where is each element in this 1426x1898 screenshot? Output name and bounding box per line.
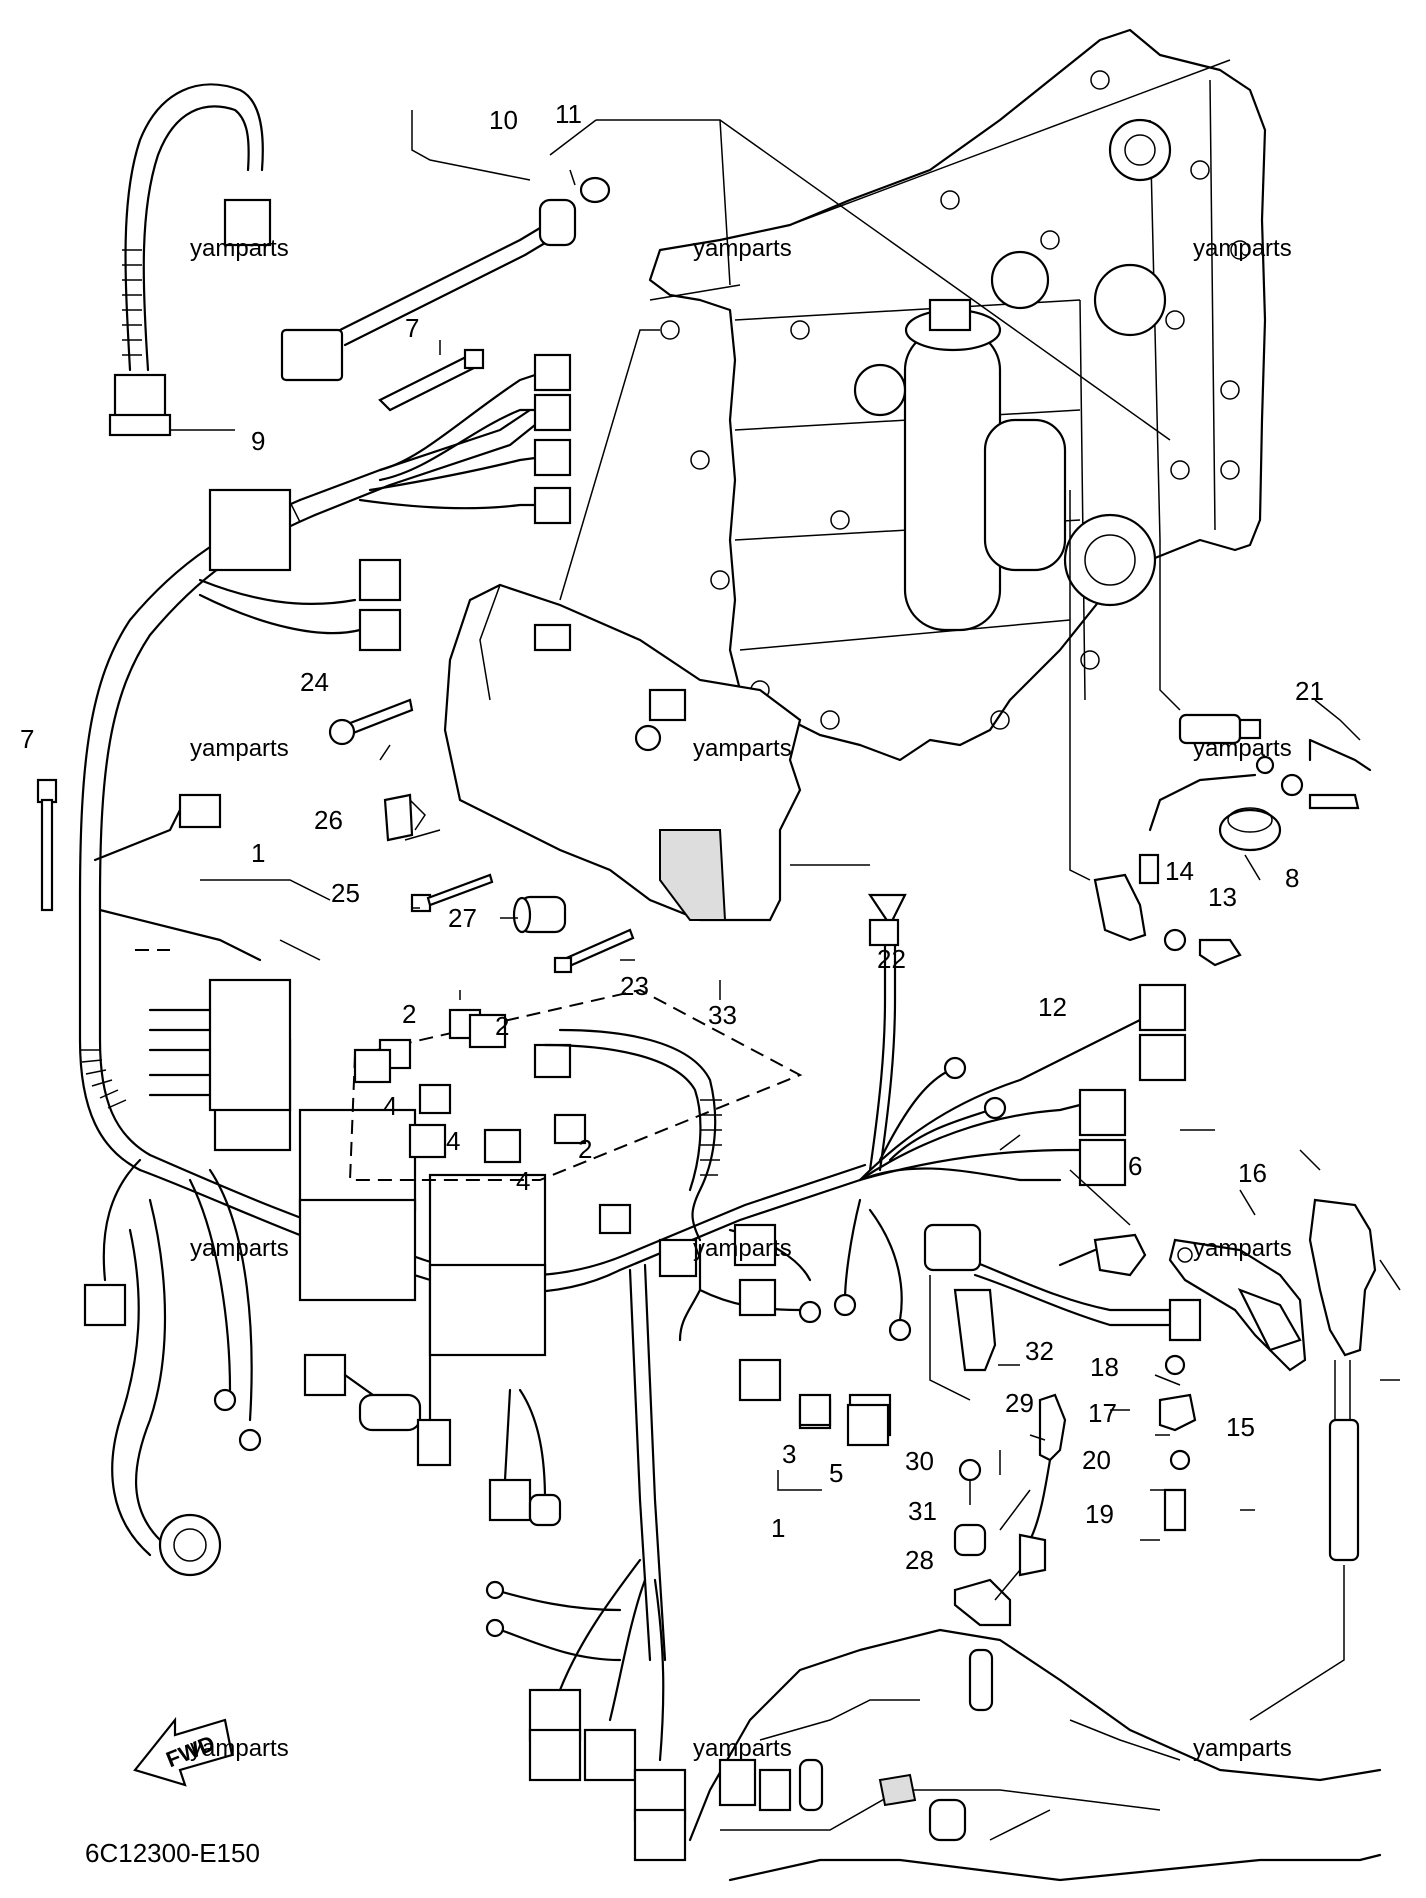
- lower-cowling: [688, 1628, 1382, 1882]
- rod-assembly: [1249, 1198, 1377, 1721]
- bolt-24: [328, 698, 414, 746]
- callout-15: 15: [1226, 1412, 1255, 1442]
- callout-31: 31: [908, 1496, 937, 1526]
- callout-33: 33: [708, 1000, 737, 1030]
- leader-lines: [170, 110, 1401, 1601]
- cable-10: [280, 176, 611, 382]
- callout-14: 14: [1165, 856, 1194, 886]
- callout-4-b: 4: [446, 1126, 460, 1156]
- grommet-27: [512, 895, 567, 934]
- watermark: yamparts: [693, 235, 792, 262]
- callout-22: 22: [877, 944, 906, 974]
- watermark: yamparts: [693, 1735, 792, 1762]
- bracket-12: [1093, 873, 1242, 967]
- extension-harness-9: [108, 83, 272, 437]
- callout-1-bottom: 1: [771, 1513, 785, 1543]
- callout-10: 10: [489, 105, 518, 135]
- callout-9: 9: [251, 426, 265, 456]
- callout-18: 18: [1090, 1352, 1119, 1382]
- watermark: yamparts: [1193, 1235, 1292, 1262]
- callout-25: 25: [331, 878, 360, 908]
- clamp-6: [1058, 1233, 1147, 1277]
- small-parts: [953, 1393, 1067, 1627]
- callout-4-a: 4: [383, 1091, 397, 1121]
- callout-16: 16: [1238, 1158, 1267, 1188]
- callout-32: 32: [1025, 1336, 1054, 1366]
- watermark: yamparts: [1193, 735, 1292, 762]
- diagram-code: 6C12300-E150: [85, 1838, 260, 1868]
- callout-5: 5: [829, 1458, 843, 1488]
- tie-7: [378, 348, 485, 412]
- callout-21: 21: [1295, 676, 1324, 706]
- callout-24: 24: [300, 667, 329, 697]
- watermarks: yamparts yamparts yamparts yamparts yamp…: [190, 235, 1292, 1762]
- callout-8: 8: [1285, 863, 1299, 893]
- callout-13: 13: [1208, 882, 1237, 912]
- watermark: yamparts: [1193, 1735, 1292, 1762]
- callout-4-c: 4: [516, 1166, 530, 1196]
- callout-23: 23: [620, 971, 649, 1001]
- callout-11: 11: [555, 99, 582, 129]
- callout-26: 26: [314, 805, 343, 835]
- callout-17: 17: [1088, 1398, 1117, 1428]
- callout-2-c: 2: [578, 1134, 592, 1164]
- watermark: yamparts: [190, 1735, 289, 1762]
- callout-1-top: 1: [251, 838, 265, 868]
- tie-7-left: [36, 778, 58, 912]
- connectors-3-5: [728, 1223, 890, 1491]
- bracket-16: [1158, 1238, 1307, 1532]
- callout-27: 27: [448, 903, 477, 933]
- callout-labels: 9 10 11 7 7 24 26 25 27 23 22 33 1 2 2 2…: [20, 99, 1324, 1575]
- callout-29: 29: [1005, 1388, 1034, 1418]
- watermark: yamparts: [190, 235, 289, 262]
- watermark: yamparts: [190, 1235, 289, 1262]
- tie-25: [410, 873, 494, 913]
- tie-23: [553, 928, 635, 974]
- relay-group: [135, 488, 803, 1357]
- sensor-21: [1138, 713, 1372, 885]
- watermark: yamparts: [693, 735, 792, 762]
- callout-12: 12: [1038, 992, 1067, 1022]
- callout-2-a: 2: [402, 999, 416, 1029]
- callout-30: 30: [905, 1446, 934, 1476]
- cover-22: [443, 583, 802, 922]
- engine-block: [648, 28, 1267, 762]
- callout-6: 6: [1128, 1151, 1142, 1181]
- callout-3: 3: [782, 1439, 796, 1469]
- callout-20: 20: [1082, 1445, 1111, 1475]
- clip-26: [383, 793, 426, 842]
- watermark: yamparts: [693, 1235, 792, 1262]
- watermark: yamparts: [190, 735, 289, 762]
- callout-2-b: 2: [495, 1011, 509, 1041]
- watermark: yamparts: [1193, 235, 1292, 262]
- callout-7-left: 7: [20, 724, 34, 754]
- callout-19: 19: [1085, 1499, 1114, 1529]
- callout-28: 28: [905, 1545, 934, 1575]
- main-harness: [78, 353, 867, 1862]
- callout-7-top: 7: [405, 313, 419, 343]
